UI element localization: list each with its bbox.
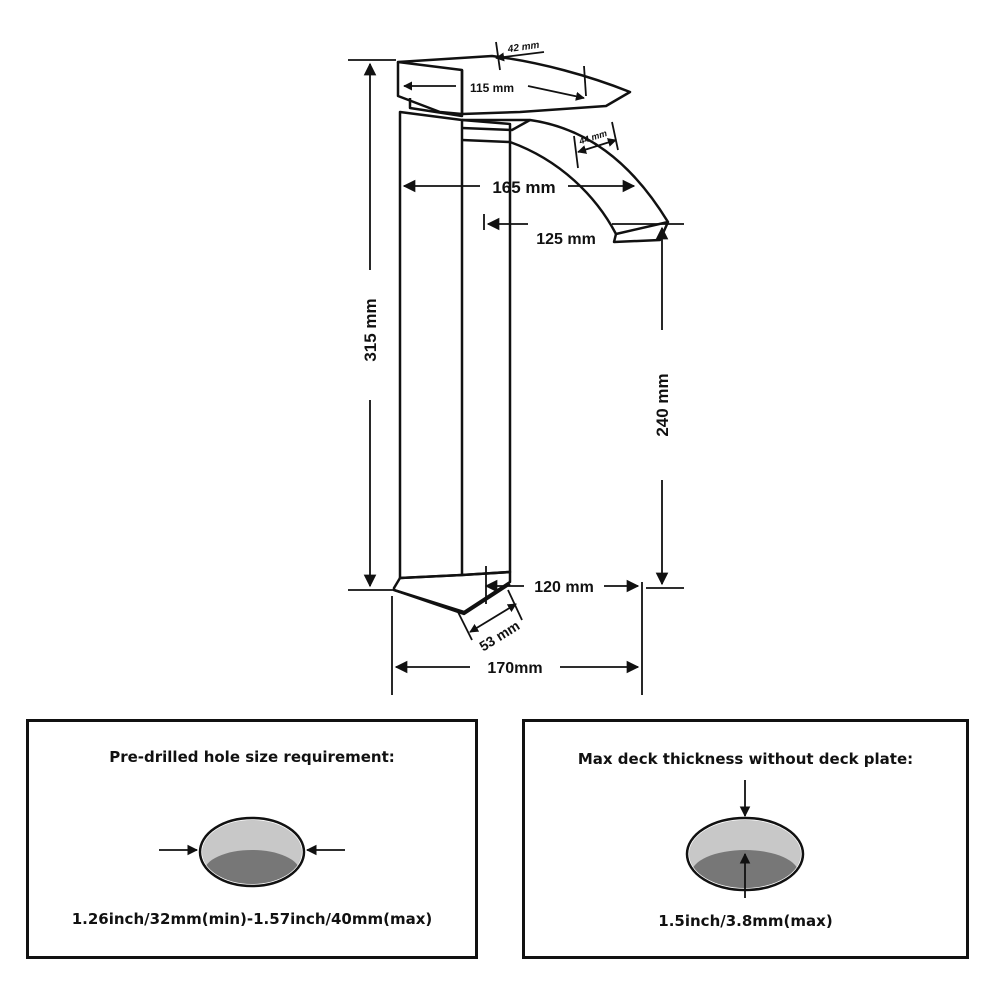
faucet-handle [396,54,632,116]
label-overall-width: 170mm [487,660,542,677]
hole-illustration [159,816,345,888]
label-total-height: 315 mm [361,298,380,361]
deck-illustration [685,780,805,898]
label-spout-reach: 165 mm [492,178,555,197]
faucet-spout [461,118,670,236]
hole-size-title: Pre-drilled hole size requirement: [109,748,395,766]
label-spout-projection: 125 mm [536,231,596,248]
hole-size-panel: Pre-drilled hole size requirement: 1.26i… [26,719,478,959]
faucet-outline [392,54,670,616]
label-handle-length: 115 mm [470,81,514,95]
faucet-body [398,110,464,580]
dim-line-spout-outlet [573,135,579,169]
label-spout-height: 240 mm [653,373,672,436]
deck-thickness-title: Max deck thickness without deck plate: [577,750,914,768]
deck-thickness-panel: Max deck thickness without deck plate: 1… [522,719,969,959]
faucet-base [392,570,512,614]
hole-size-caption: 1.26inch/32mm(min)-1.57inch/40mm(max) [71,910,433,928]
label-base-width: 53 mm [476,617,522,654]
label-base-depth: 120 mm [534,579,594,596]
dim-line-base-width [469,603,517,633]
deck-thickness-caption: 1.5inch/3.8mm(max) [658,912,833,930]
label-handle-width: 42 mm [506,40,540,55]
